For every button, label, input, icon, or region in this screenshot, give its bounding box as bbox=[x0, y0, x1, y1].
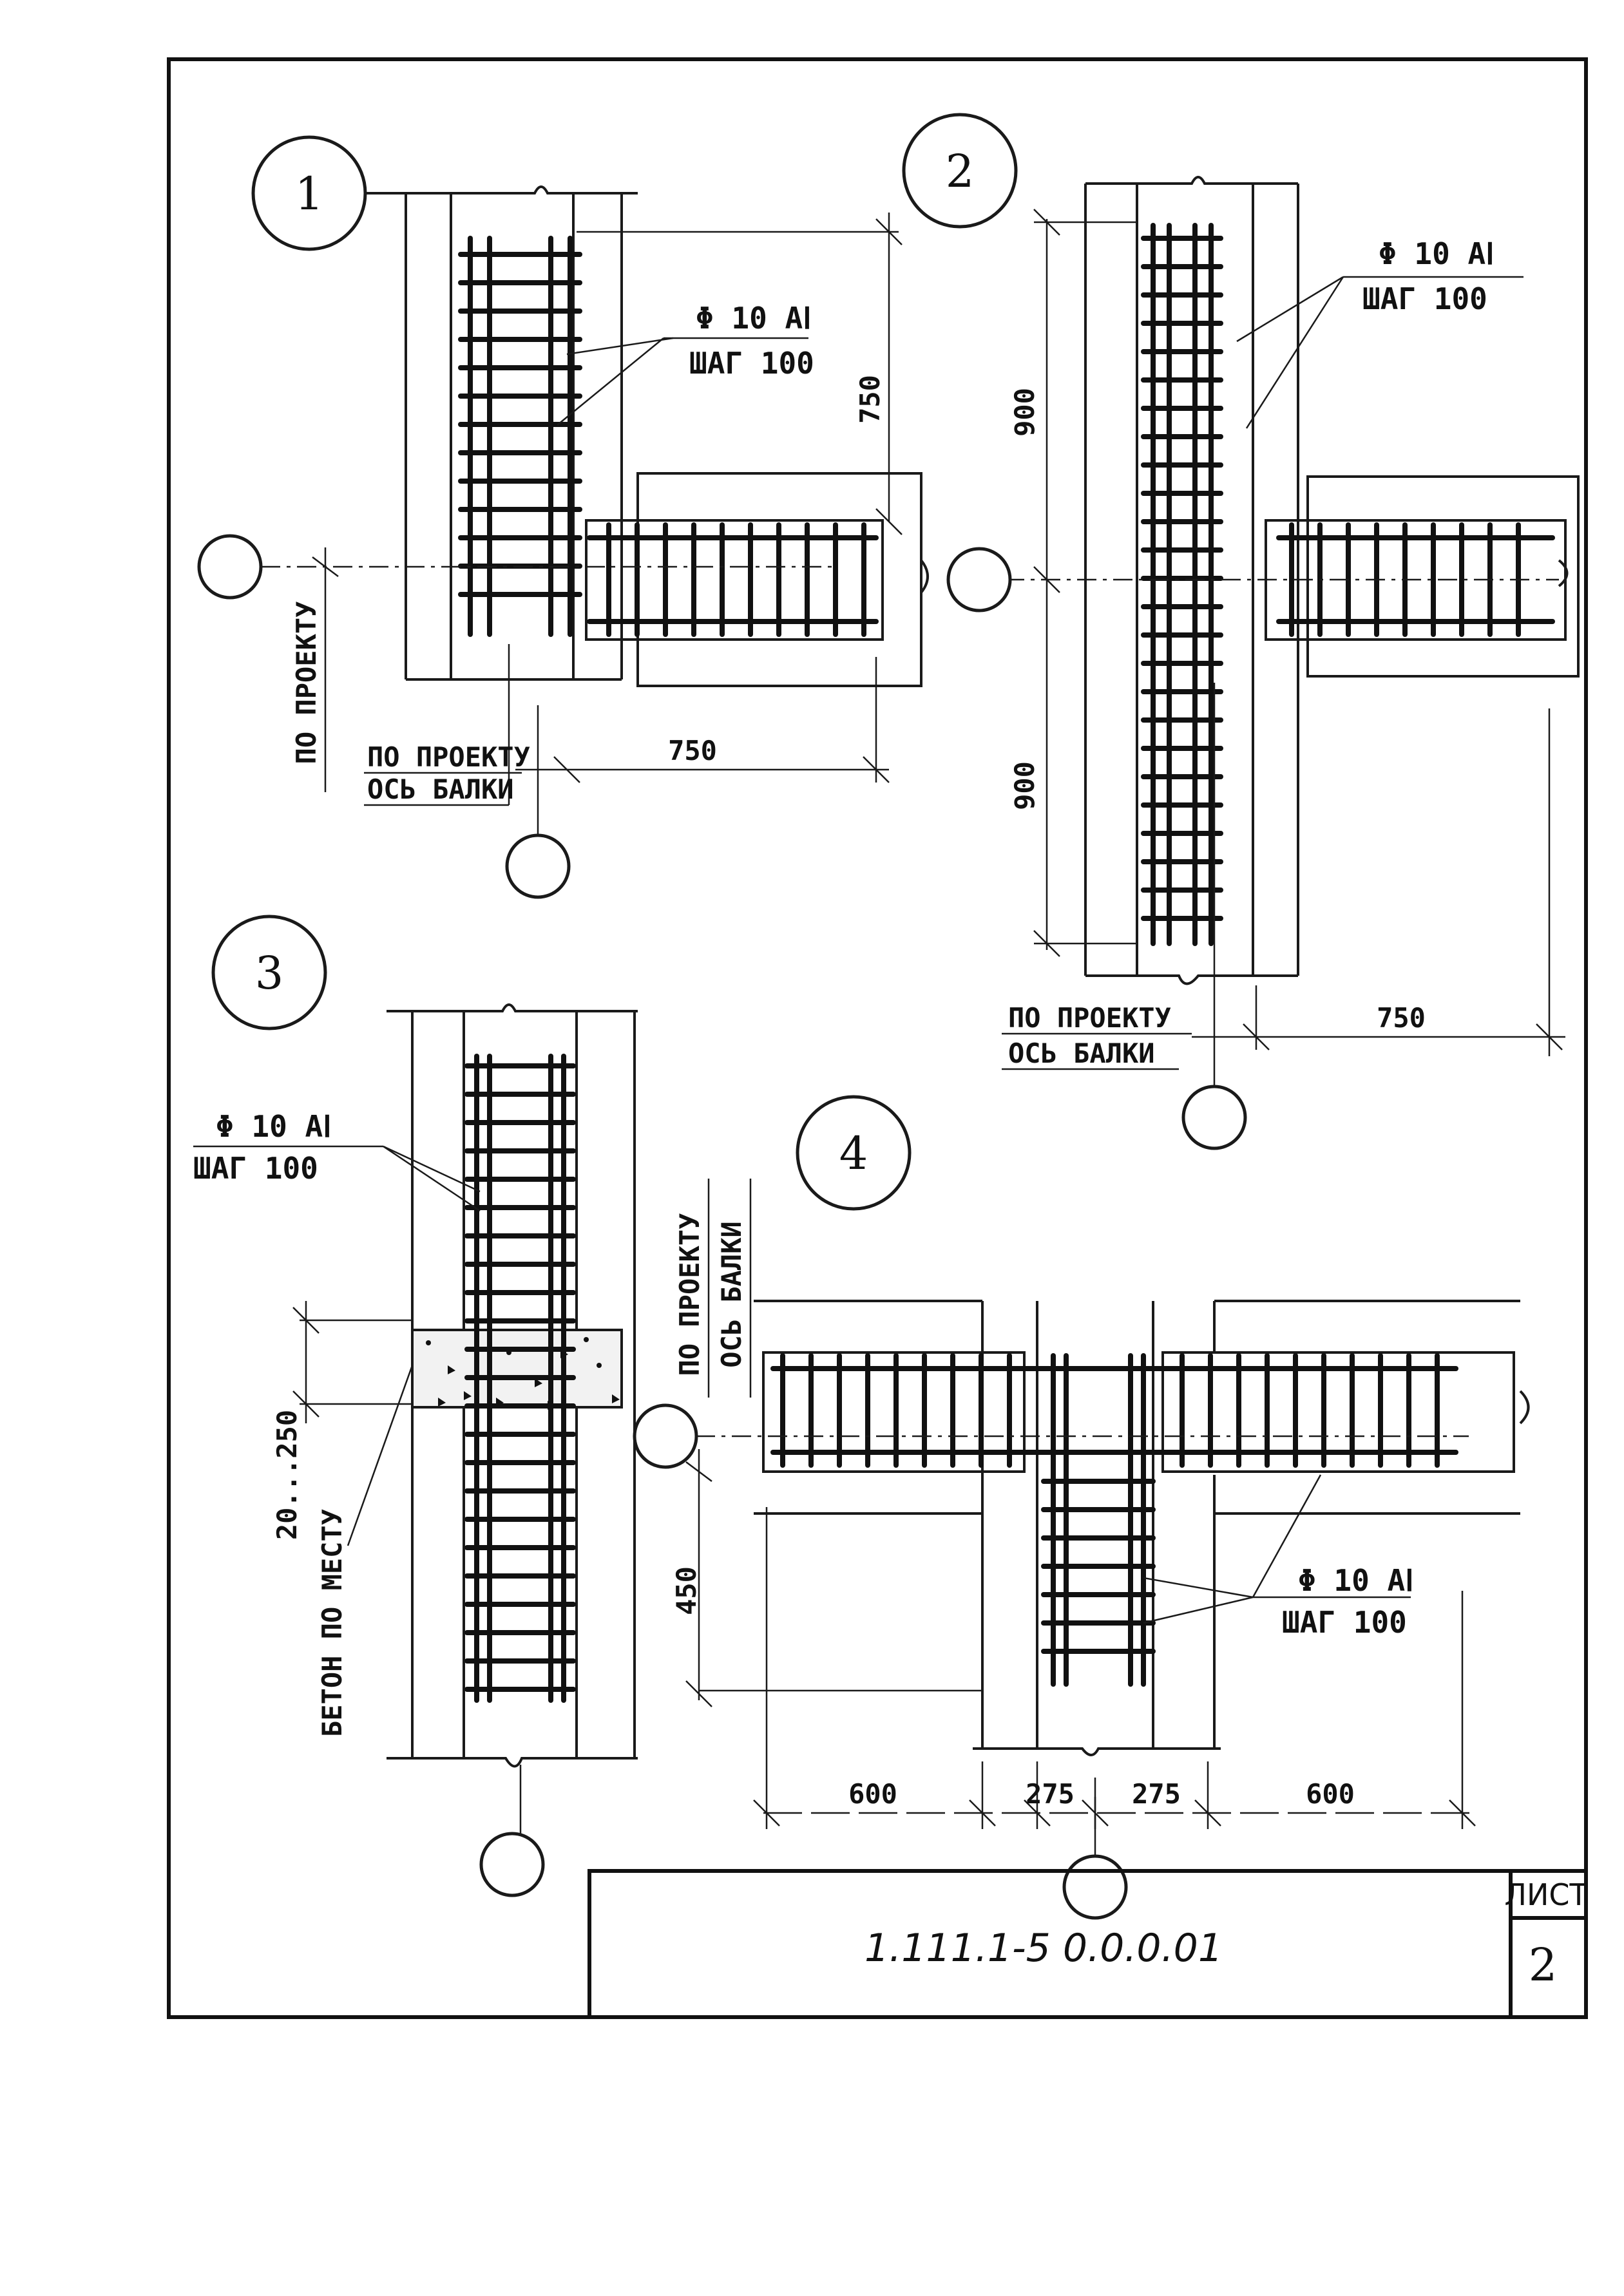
concrete-aggregate-mark bbox=[464, 1391, 472, 1400]
detail-2-step-label: ШАГ 100 bbox=[1362, 281, 1487, 316]
detail-1-dim-vertical: 750 bbox=[854, 375, 886, 424]
detail-4-number: 4 bbox=[839, 1127, 868, 1180]
concrete-aggregate-mark bbox=[584, 1337, 589, 1342]
detail-1-side-text: ПО ПРОЕКТУ bbox=[291, 602, 322, 764]
detail-2-dim-upper: 900 bbox=[1009, 388, 1040, 437]
detail-4-step-label: ШАГ 100 bbox=[1282, 1605, 1407, 1640]
detail-3-rebar-label: Φ 10 AⅠ bbox=[216, 1109, 332, 1144]
detail-3-concrete-fill bbox=[411, 1329, 623, 1409]
detail-1-step-label: ШАГ 100 bbox=[689, 346, 814, 381]
concrete-aggregate-mark bbox=[597, 1363, 602, 1368]
detail-1-axis-bubble-left bbox=[197, 534, 263, 600]
concrete-aggregate-mark bbox=[612, 1394, 620, 1403]
detail-4-side-text-2: ОСЬ БАЛКИ bbox=[716, 1221, 747, 1368]
detail-4-rebar-label: Φ 10 AⅠ bbox=[1298, 1563, 1414, 1598]
detail-1-rebar-label: Φ 10 AⅠ bbox=[696, 301, 812, 336]
detail-1-column-rebar bbox=[458, 236, 582, 637]
sheet-label: ЛИСТ bbox=[1504, 1877, 1588, 1912]
detail-2-axis-bubble-left bbox=[946, 547, 1012, 612]
detail-3: 3 Φ 10 AⅠ ШАГ 100 20...250 bbox=[193, 915, 638, 1897]
title-block: 1.111.1-5 0.0.0.01 ЛИСТ 2 bbox=[588, 1869, 1589, 2019]
detail-3-step-label: ШАГ 100 bbox=[193, 1151, 318, 1186]
detail-3-number-bubble bbox=[211, 915, 327, 1030]
detail-4-dim-center-left: 275 bbox=[1026, 1778, 1075, 1810]
detail-1-dim-horizontal: 750 bbox=[668, 735, 717, 766]
concrete-aggregate-mark bbox=[426, 1340, 431, 1345]
detail-1-axis-bubble-bottom bbox=[505, 833, 571, 899]
detail-2: 2 Φ 10 AⅠ ШАГ 100 bbox=[902, 113, 1580, 1150]
detail-1-number: 1 bbox=[295, 167, 324, 220]
detail-2-axis-bubble-bottom bbox=[1181, 1085, 1247, 1150]
detail-3-axis-bubble-bottom bbox=[479, 1832, 545, 1897]
detail-3-dim-gap: 20...250 bbox=[271, 1410, 303, 1540]
detail-1-beam-rebar bbox=[587, 522, 879, 637]
detail-2-column-rebar bbox=[1151, 223, 1172, 946]
detail-2-rebar-label: Φ 10 AⅠ bbox=[1379, 236, 1495, 271]
concrete-aggregate-mark bbox=[448, 1365, 455, 1374]
detail-2-number: 2 bbox=[946, 145, 975, 198]
detail-4-dim-vertical: 450 bbox=[671, 1566, 702, 1615]
detail-4-dim-left: 600 bbox=[848, 1778, 897, 1810]
detail-1: 1 bbox=[197, 135, 929, 899]
detail-2-note-2: ОСЬ БАЛКИ bbox=[1008, 1038, 1155, 1069]
document-code: 1.111.1-5 0.0.0.01 bbox=[865, 1926, 1223, 1971]
detail-2-number-bubble bbox=[902, 113, 1018, 229]
detail-2-dim-lower: 900 bbox=[1009, 761, 1040, 810]
sheet-number: 2 bbox=[1529, 1939, 1558, 1991]
concrete-aggregate-mark bbox=[438, 1398, 446, 1407]
detail-4-dim-center-right: 275 bbox=[1132, 1778, 1181, 1810]
detail-3-number: 3 bbox=[255, 947, 284, 1000]
detail-4-dim-right: 600 bbox=[1306, 1778, 1355, 1810]
detail-2-beam-rebar bbox=[1276, 522, 1555, 637]
detail-4-column-rebar bbox=[1051, 1353, 1146, 1687]
concrete-aggregate-mark bbox=[535, 1378, 542, 1387]
detail-3-concrete-note: БЕТОН ПО МЕСТУ bbox=[316, 1509, 348, 1737]
detail-4-number-bubble bbox=[796, 1095, 912, 1211]
detail-2-column-cage bbox=[1141, 223, 1223, 946]
detail-2-note-1: ПО ПРОЕКТУ bbox=[1008, 1002, 1171, 1034]
detail-1-note-1: ПО ПРОЕКТУ bbox=[367, 741, 530, 773]
sheet-frame bbox=[167, 57, 1588, 2019]
detail-1-note-2: ОСЬ БАЛКИ bbox=[367, 773, 514, 805]
detail-4: 4 bbox=[633, 1095, 1530, 1920]
detail-4-side-text-1: ПО ПРОЕКТУ bbox=[674, 1213, 705, 1376]
detail-2-dim-horizontal: 750 bbox=[1377, 1002, 1426, 1034]
detail-4-axis-bubble-left bbox=[633, 1403, 698, 1469]
detail-4-axis-bubble-bottom bbox=[1062, 1854, 1128, 1920]
